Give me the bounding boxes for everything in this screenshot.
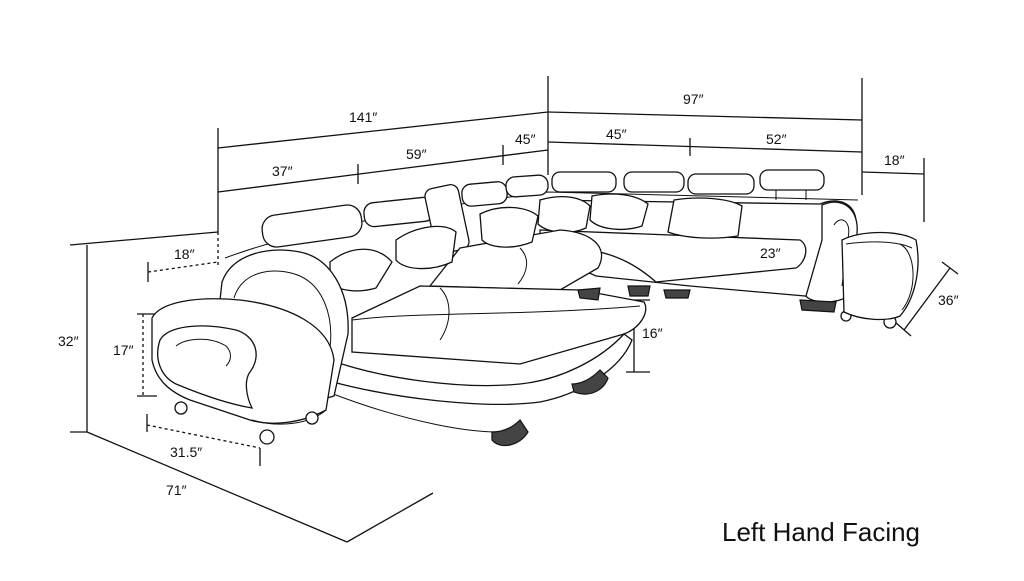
dim-23: 23″ <box>760 245 781 261</box>
dim-52: 52″ <box>766 131 787 147</box>
dim-141: 141″ <box>349 109 377 125</box>
dim-16: 16″ <box>642 325 663 341</box>
caption: Left Hand Facing <box>722 517 920 547</box>
dim-18-left: 18″ <box>174 246 195 262</box>
dim-37: 37″ <box>272 163 293 179</box>
dim-31-5: 31.5″ <box>170 444 202 460</box>
dimension-lines <box>69 76 959 543</box>
dim-71: 71″ <box>166 482 187 498</box>
dim-97: 97″ <box>683 91 704 107</box>
dim-45-corner: 45″ <box>515 131 536 147</box>
dimension-labels: 141″ 97″ 37″ 59″ 45″ 45″ 52″ 18″ 18″ 23″… <box>58 91 959 498</box>
dim-36: 36″ <box>938 292 959 308</box>
dim-18-ottoman: 18″ <box>884 152 905 168</box>
dim-45-right: 45″ <box>606 126 627 142</box>
dim-59: 59″ <box>406 146 427 162</box>
dim-17: 17″ <box>113 342 134 358</box>
dim-32: 32″ <box>58 333 79 349</box>
sofa-illustration <box>151 169 919 447</box>
